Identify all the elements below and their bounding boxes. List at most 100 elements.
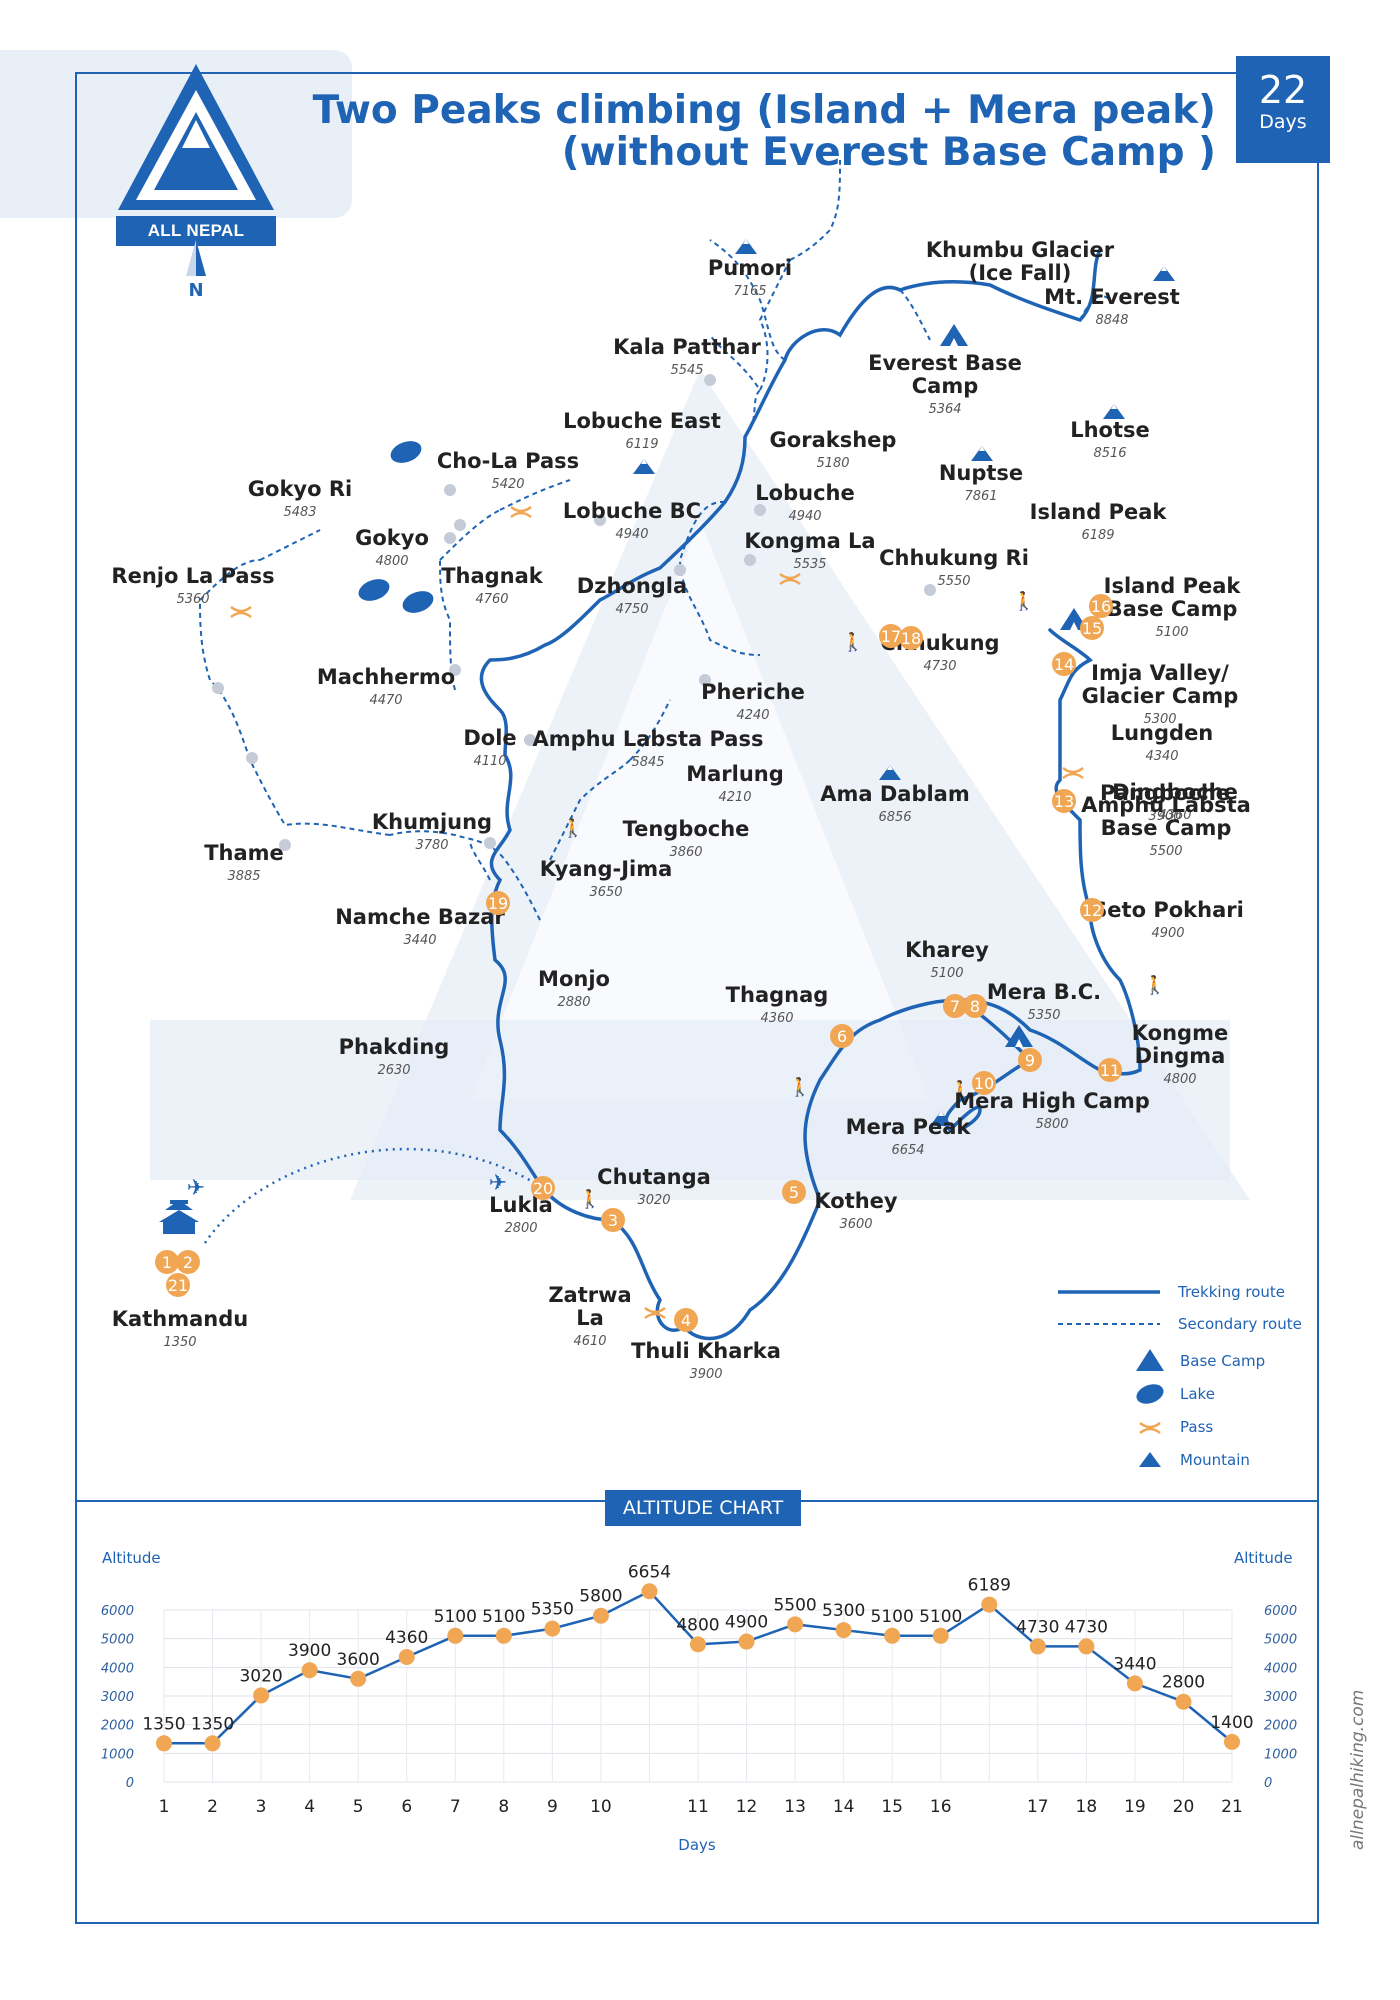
tent-icon: [940, 324, 968, 346]
svg-text:6856: 6856: [878, 810, 911, 825]
svg-text:Kongme: Kongme: [1132, 1021, 1228, 1045]
day-marker: 9: [1018, 1048, 1042, 1072]
svg-text:5364: 5364: [928, 402, 961, 417]
hiker-icon: 🚶: [842, 631, 864, 653]
duration-unit: Days: [1259, 111, 1307, 133]
secondary-route-segment: [709, 239, 786, 361]
waypoint-dot: [454, 519, 466, 531]
y-tick-right: 4000: [1264, 1661, 1297, 1676]
altitude-point: [1224, 1733, 1240, 1750]
altitude-value-label: 1400: [1210, 1713, 1253, 1733]
day-marker: 17: [879, 624, 903, 648]
day-marker: 15: [1080, 616, 1104, 640]
svg-text:5360: 5360: [176, 592, 209, 607]
svg-text:5420: 5420: [491, 477, 524, 492]
altitude-chart-title: ALTITUDE CHART: [605, 1490, 801, 1526]
svg-text:Island Peak: Island Peak: [1030, 500, 1168, 524]
altitude-point: [398, 1649, 415, 1666]
svg-text:Secondary route: Secondary route: [1178, 1315, 1302, 1333]
svg-text:Imja Valley/: Imja Valley/: [1091, 661, 1229, 685]
svg-text:Thame: Thame: [204, 841, 284, 865]
day-marker: 8: [963, 994, 987, 1018]
svg-text:Pass: Pass: [1180, 1418, 1213, 1436]
altitude-value-label: 1350: [191, 1714, 234, 1734]
svg-text:4240: 4240: [736, 708, 769, 723]
page-title-line2: (without Everest Base Camp ): [561, 130, 1216, 175]
svg-text:Amphu Labsta: Amphu Labsta: [1081, 793, 1251, 817]
svg-text:19: 19: [488, 894, 508, 913]
altitude-point: [204, 1735, 221, 1752]
svg-text:Pangboche: Pangboche: [1100, 781, 1230, 805]
altitude-point: [981, 1596, 998, 1613]
svg-text:2: 2: [183, 1253, 193, 1272]
pass-icon: [230, 605, 252, 619]
svg-text:Thagnag: Thagnag: [726, 983, 829, 1007]
legend-item: Mountain: [1139, 1451, 1250, 1469]
svg-text:Kathmandu: Kathmandu: [112, 1307, 248, 1331]
x-tick-label: 10: [590, 1797, 612, 1817]
hiker-icon: 🚶: [562, 817, 584, 839]
watermark-mountain-icon: [150, 370, 1250, 1200]
altitude-value-label: 4360: [385, 1628, 428, 1648]
mountain-icon: [930, 1111, 952, 1126]
svg-text:La: La: [576, 1306, 604, 1330]
mountain-icon: [1153, 266, 1175, 281]
secondary-route-segment: [678, 500, 761, 656]
day-marker: 21: [166, 1273, 190, 1297]
secondary-route-segment: [758, 259, 791, 391]
svg-text:4800: 4800: [1163, 1072, 1196, 1087]
svg-text:4940: 4940: [615, 527, 648, 542]
pass-icon: [779, 572, 801, 586]
x-tick-label: 4: [304, 1797, 315, 1817]
day-marker: 2: [176, 1250, 200, 1274]
secondary-route-segment: [1079, 295, 1111, 321]
svg-text:8516: 8516: [1093, 446, 1126, 461]
svg-text:21: 21: [168, 1276, 188, 1295]
day-marker: 11: [1098, 1058, 1122, 1082]
x-tick-label: 5: [353, 1797, 364, 1817]
svg-text:3900: 3900: [1148, 809, 1181, 824]
altitude-value-label: 6189: [968, 1576, 1011, 1596]
north-arrow-icon: N: [186, 240, 206, 301]
day-marker: 4: [674, 1308, 698, 1332]
y-tick-right: 0: [1264, 1776, 1272, 1791]
flight-route: [203, 1147, 544, 1244]
svg-text:5300: 5300: [1143, 712, 1176, 727]
place-label: Thagnag 4360: [726, 983, 829, 1026]
y-tick-right: 2000: [1264, 1719, 1297, 1734]
svg-text:Cho-La Pass: Cho-La Pass: [437, 449, 579, 473]
svg-text:5100: 5100: [1155, 625, 1188, 640]
logo-panel: ALL NEPAL HIKING: [0, 50, 352, 270]
svg-text:4360: 4360: [760, 1011, 793, 1026]
svg-text:14: 14: [1054, 655, 1074, 674]
x-tick-label: 6: [401, 1797, 412, 1817]
waypoint-dot: [449, 664, 461, 676]
svg-text:Gokyo Ri: Gokyo Ri: [248, 477, 352, 501]
legend-item: Base Camp: [1136, 1349, 1265, 1371]
svg-text:5483: 5483: [283, 505, 316, 520]
temple-icon: [159, 1200, 199, 1234]
svg-text:3780: 3780: [415, 838, 448, 853]
svg-text:16: 16: [1091, 597, 1111, 616]
mountain-logo-icon: [118, 64, 274, 210]
svg-text:4610: 4610: [573, 1334, 606, 1349]
lake-icon: [402, 591, 434, 613]
svg-text:Mera B.C.: Mera B.C.: [987, 980, 1101, 1004]
pass-icon: [1062, 766, 1084, 780]
svg-text:Lungden: Lungden: [1111, 721, 1214, 745]
altitude-point: [301, 1662, 318, 1679]
compass-label: N: [188, 280, 203, 301]
pass-icon: [644, 1306, 666, 1320]
